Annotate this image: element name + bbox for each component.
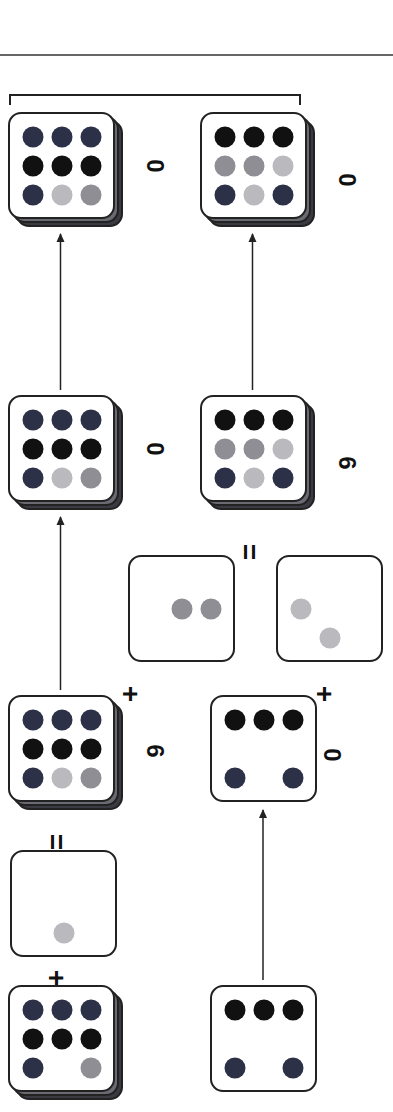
count-number: 0 [143,159,167,172]
die-drawing [8,112,125,229]
dice-illustration [9,556,382,1099]
top-rule [0,54,393,56]
die-stack: 0 [200,112,370,229]
count-number: 0 [143,442,167,455]
count-number: 6 [335,456,359,469]
bracket [10,95,300,105]
operator-sign: + [116,686,144,702]
count-number: 6 [143,744,167,757]
operator-sign: + [310,686,338,702]
operator-sign: = [235,544,263,560]
die-stack: 6 [8,695,178,812]
arrow-connector [60,517,62,690]
die-stack: 0 [8,112,178,229]
arrow [262,810,264,980]
operator-sign: = [42,834,70,850]
die-stack: 6 [200,395,370,512]
count-number: 0 [320,748,344,761]
die-stack: 0 [8,395,178,512]
die-drawing [210,695,327,812]
arrow-connector [60,234,62,390]
die-drawing [8,695,125,812]
count-number: 0 [335,173,359,186]
die-drawing [200,112,317,229]
operator-sign: + [42,970,70,986]
die-drawing [200,395,317,512]
die-stack: 0 [210,695,355,812]
arrow-connector [252,234,254,390]
die-drawing [8,395,125,512]
